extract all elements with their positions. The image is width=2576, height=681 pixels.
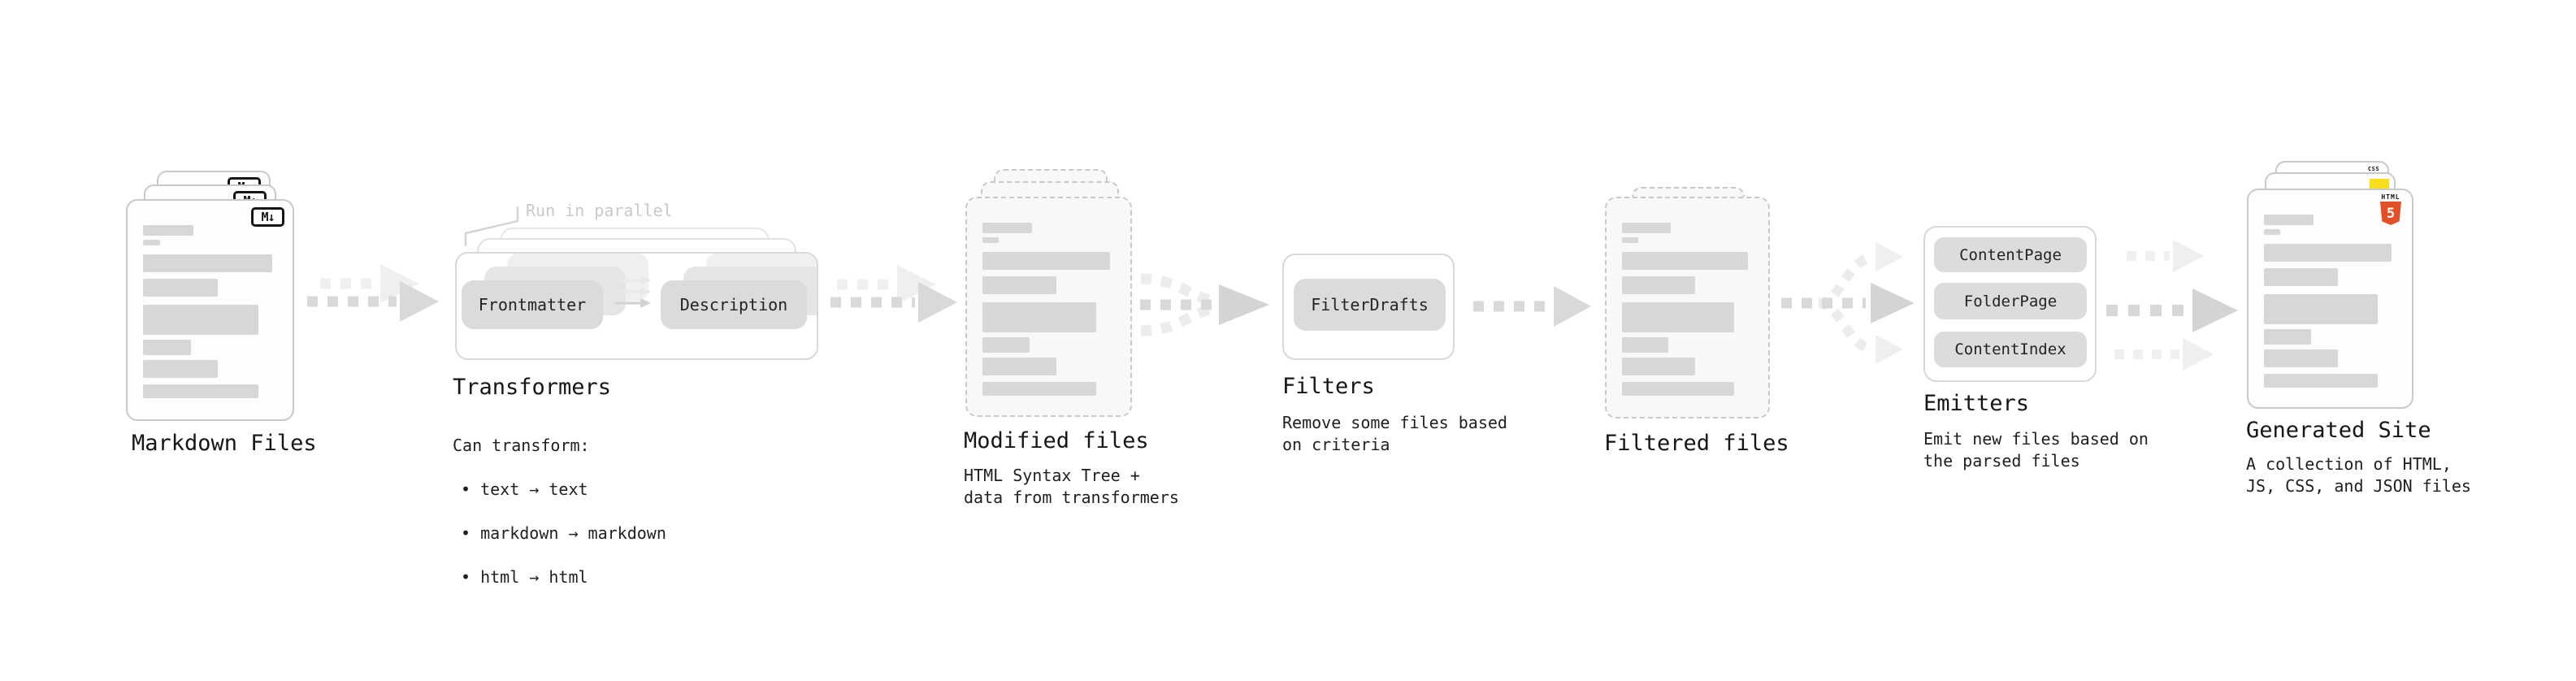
text-bar <box>143 340 191 355</box>
generated-doc-front: HTML 5 <box>2247 189 2413 409</box>
text-bar <box>143 254 272 272</box>
text-bar <box>982 382 1096 396</box>
doc-text-bars <box>1622 223 1748 396</box>
modified-files-description: HTML Syntax Tree + data from transformer… <box>964 466 1179 507</box>
text-bar <box>1622 223 1672 233</box>
text-bar <box>982 223 1033 233</box>
text-bar <box>2264 294 2378 324</box>
text-bar <box>1622 358 1695 375</box>
doc-text-bars <box>2264 215 2392 388</box>
modified-files-label: Modified files <box>964 428 1149 453</box>
text-bar <box>2264 229 2281 235</box>
arrow-modified-to-filters-merge <box>1140 273 1269 336</box>
pill-label: Description <box>679 295 788 314</box>
filters-label: Filters <box>1282 374 1375 399</box>
markdown-icon: M↓ <box>251 207 284 227</box>
text-bar <box>2264 244 2392 262</box>
text-bar <box>143 305 258 335</box>
filtered-doc-front <box>1605 197 1770 419</box>
arrow-transformers-to-modified <box>830 282 957 323</box>
text-bar <box>143 360 219 378</box>
javascript-file-icon <box>2370 179 2389 189</box>
doc-text-bars <box>982 223 1110 396</box>
emitter-folderpage-pill: FolderPage <box>1934 283 2087 319</box>
doc-text-bars <box>143 225 272 398</box>
text-bar <box>1622 382 1734 396</box>
arrow-filtered-to-emitters-fanout <box>1781 242 1915 364</box>
css-icon-text: CSS <box>2367 166 2380 172</box>
text-bar <box>2264 329 2312 345</box>
transformers-desc-title: Can transform: <box>453 436 590 455</box>
pill-label: FilterDrafts <box>1311 295 1429 314</box>
text-bar <box>982 252 1110 270</box>
text-bar <box>143 240 160 245</box>
text-bar <box>1622 276 1695 294</box>
emitters-label: Emitters <box>1923 391 2030 416</box>
run-in-parallel-annotation: Run in parallel <box>526 201 673 220</box>
filtered-files-label: Filtered files <box>1604 431 1789 456</box>
arrow-filters-to-filtered <box>1473 286 1591 327</box>
transformer-description-pill: Description <box>661 280 807 329</box>
pill-label: Frontmatter <box>478 295 587 314</box>
text-bar <box>1622 302 1734 332</box>
text-bar <box>982 358 1057 375</box>
filters-description: Remove some files based on criteria <box>1282 413 1507 454</box>
pill-label: ContentIndex <box>1954 340 2066 358</box>
html5-file-icon: HTML 5 <box>2379 193 2402 225</box>
transformer-frontmatter-pill: Frontmatter <box>462 280 603 329</box>
arrow-transformers-to-modified-echo <box>837 265 936 304</box>
pill-label: FolderPage <box>1963 292 2058 310</box>
emitter-contentpage-pill: ContentPage <box>1934 237 2087 272</box>
transformers-bullet: • markdown → markdown <box>461 523 666 543</box>
markdown-files-label: Markdown Files <box>132 431 317 456</box>
text-bar <box>143 384 258 398</box>
transformers-label: Transformers <box>453 375 612 400</box>
text-bar <box>2264 374 2378 388</box>
markdown-doc-front: M↓ <box>126 199 294 421</box>
modified-doc-front <box>965 197 1132 417</box>
text-bar <box>982 276 1057 294</box>
text-bar <box>2264 349 2339 367</box>
text-bar <box>143 225 193 236</box>
generated-site-description: A collection of HTML, JS, CSS, and JSON … <box>2246 454 2471 496</box>
html5-icon-text: HTML <box>2381 193 2400 201</box>
arrow-markdown-to-transformers <box>307 281 439 322</box>
html5-shield: 5 <box>2380 202 2401 225</box>
transformers-pill-area: Frontmatter Description <box>457 254 817 358</box>
transformers-bullet: • text → text <box>461 479 588 499</box>
text-bar <box>1622 252 1748 270</box>
pill-label: ContentPage <box>1959 245 2062 264</box>
filter-drafts-pill: FilterDrafts <box>1294 279 1446 331</box>
text-bar <box>982 302 1096 332</box>
emitters-description: Emit new files based on the parsed files <box>1923 429 2149 471</box>
text-bar <box>2264 268 2339 286</box>
text-bar <box>2264 215 2314 225</box>
arrow-markdown-to-transformers-echo <box>320 264 419 303</box>
text-bar <box>143 279 219 297</box>
generated-site-label: Generated Site <box>2246 418 2431 443</box>
text-bar <box>982 337 1030 353</box>
arrows-emitters-to-generated <box>2106 240 2238 371</box>
text-bar <box>1622 337 1669 353</box>
transformers-description: Can transform: • text → text • markdown … <box>453 413 666 610</box>
transformers-bullet: • html → html <box>461 567 588 587</box>
emitter-contentindex-pill: ContentIndex <box>1934 332 2087 367</box>
text-bar <box>1622 237 1639 243</box>
html5-number: 5 <box>2386 205 2396 222</box>
text-bar <box>982 237 1000 243</box>
